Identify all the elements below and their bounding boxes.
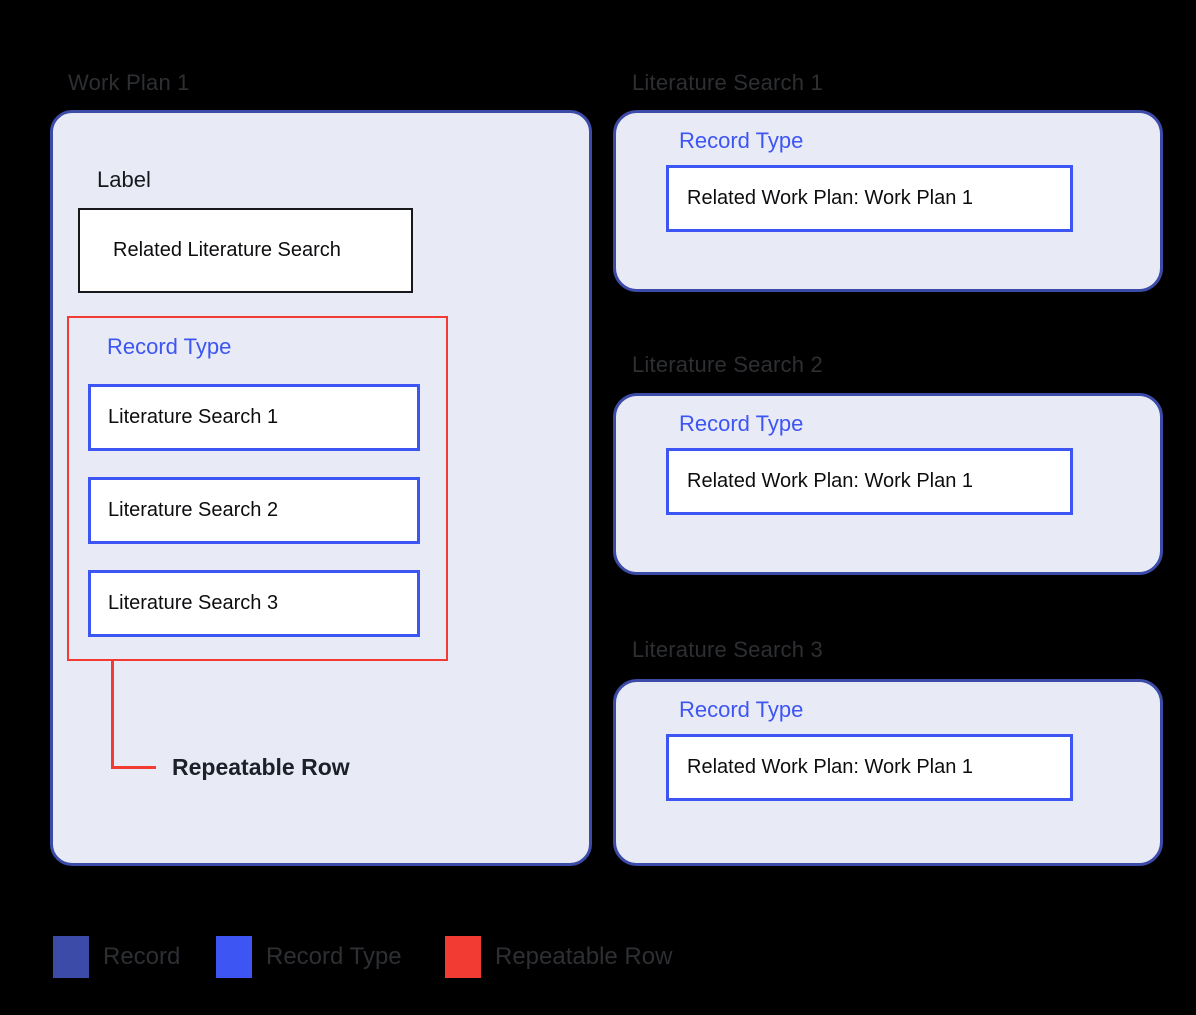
legend-repeatable-row-swatch (445, 936, 481, 978)
legend-record-type-label: Record Type (266, 943, 402, 970)
related-literature-search-field-text: Related Literature Search (113, 239, 341, 261)
literature-search-2-record-card: Record Type Related Work Plan: Work Plan… (613, 393, 1163, 575)
work-plan-record-type-heading: Record Type (107, 334, 232, 359)
legend-record-label: Record (103, 943, 181, 970)
repeatable-row-connector-horizontal (111, 766, 156, 769)
literature-search-2-related-field: Related Work Plan: Work Plan 1 (666, 448, 1073, 515)
literature-search-2-related-field-text: Related Work Plan: Work Plan 1 (687, 470, 974, 492)
repeatable-row-outline (67, 316, 448, 661)
repeatable-row-annotation: Repeatable Row (172, 754, 350, 780)
literature-search-1-record-type-heading: Record Type (679, 128, 804, 153)
label-heading: Label (97, 167, 151, 192)
literature-search-3-record-card: Record Type Related Work Plan: Work Plan… (613, 679, 1163, 866)
literature-search-1-related-field: Related Work Plan: Work Plan 1 (666, 165, 1073, 232)
literature-search-row-3-text: Literature Search 3 (108, 592, 279, 614)
literature-search-3-related-field: Related Work Plan: Work Plan 1 (666, 734, 1073, 801)
literature-search-2-record-type-heading: Record Type (679, 411, 804, 436)
literature-search-3-record-type-heading: Record Type (679, 697, 804, 722)
literature-search-row-2: Literature Search 2 (88, 477, 420, 544)
literature-search-1-related-field-text: Related Work Plan: Work Plan 1 (687, 187, 974, 209)
literature-search-row-1-text: Literature Search 1 (108, 406, 279, 428)
legend-record-swatch (53, 936, 89, 978)
literature-search-3-card-title: Literature Search 3 (632, 637, 823, 662)
literature-search-2-card-title: Literature Search 2 (632, 352, 823, 377)
legend-record-type-swatch (216, 936, 252, 978)
work-plan-card-title: Work Plan 1 (68, 70, 190, 95)
literature-search-row-3: Literature Search 3 (88, 570, 420, 637)
related-literature-search-field: Related Literature Search (78, 208, 413, 293)
legend-repeatable-row-label: Repeatable Row (495, 943, 673, 970)
repeatable-row-connector-vertical (111, 661, 114, 768)
literature-search-row-1: Literature Search 1 (88, 384, 420, 451)
literature-search-3-related-field-text: Related Work Plan: Work Plan 1 (687, 756, 974, 778)
literature-search-1-card-title: Literature Search 1 (632, 70, 823, 95)
literature-search-row-2-text: Literature Search 2 (108, 499, 279, 521)
literature-search-1-record-card: Record Type Related Work Plan: Work Plan… (613, 110, 1163, 292)
